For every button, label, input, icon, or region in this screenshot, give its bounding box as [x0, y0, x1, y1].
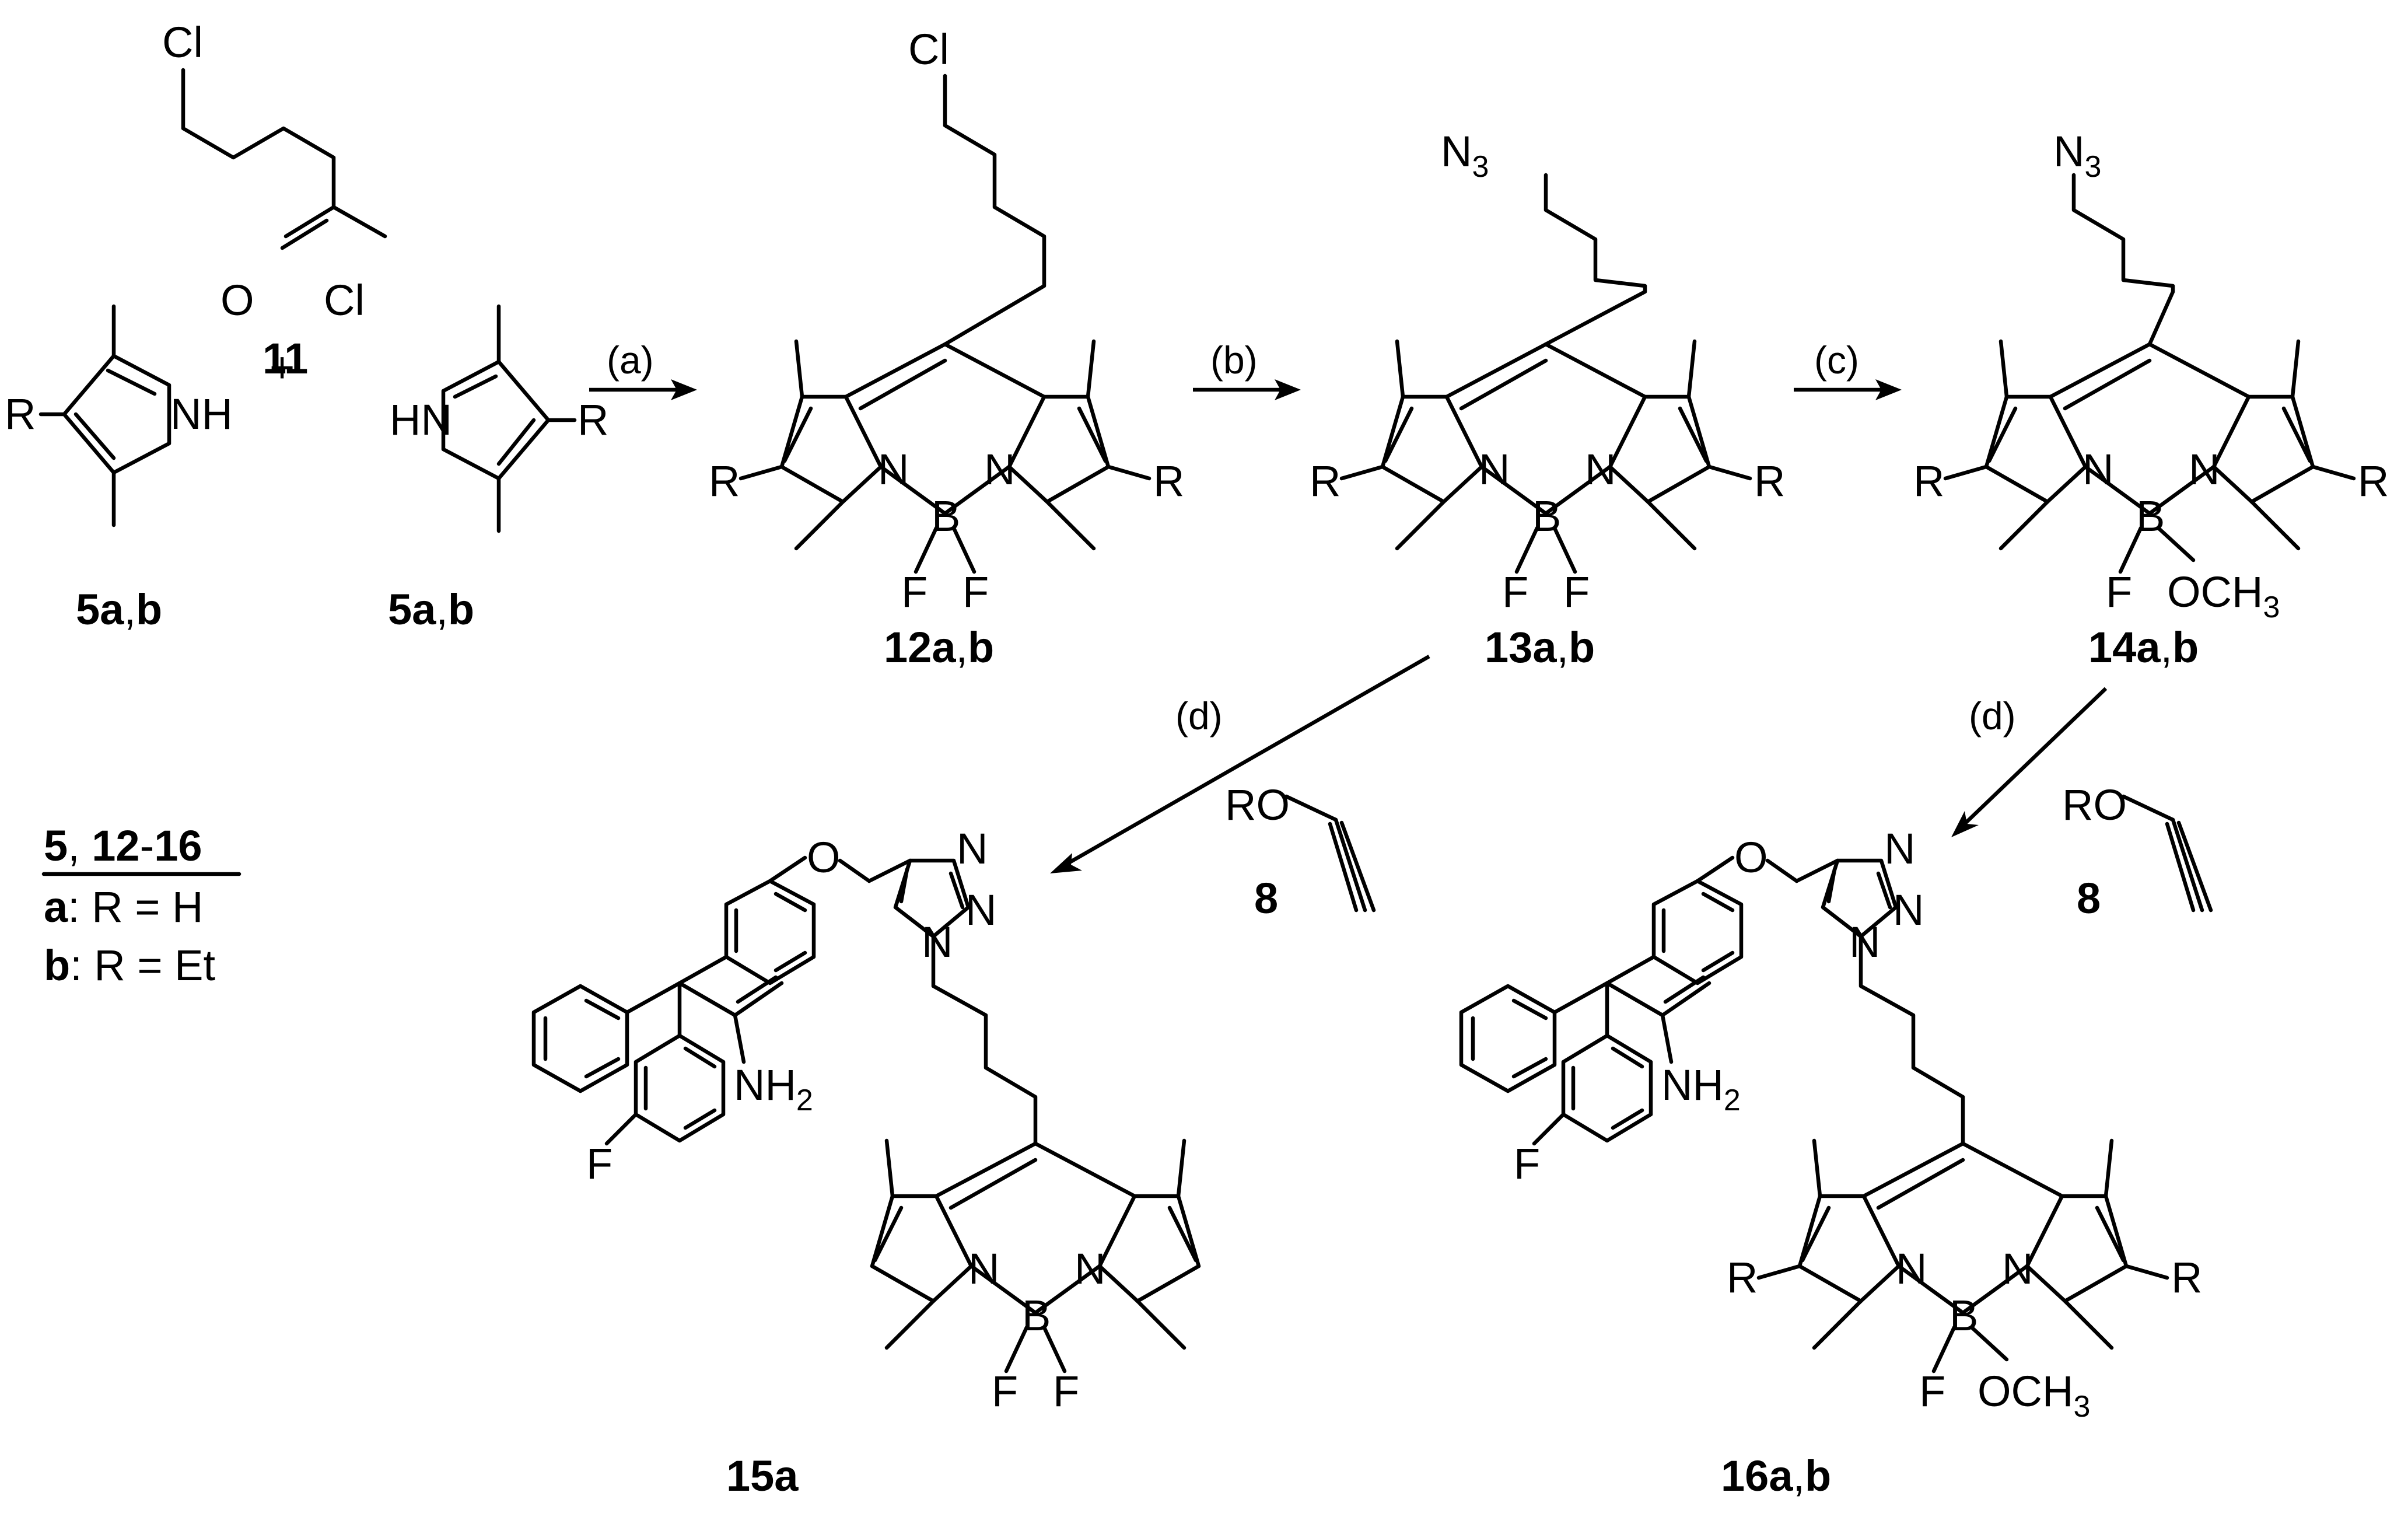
nitrogen-atom: N — [2002, 1245, 2033, 1293]
compound-label-5: 5a,b — [76, 585, 162, 634]
ro-group: RO — [2062, 781, 2127, 829]
r-group: R — [1727, 1253, 1758, 1302]
boron-atom: B — [932, 492, 960, 540]
reaction-arrow-d-right: (d) — [1951, 687, 2108, 837]
fluorine-atom: F — [1919, 1367, 1945, 1415]
legend-heading: 5, 12-16 — [44, 822, 202, 870]
methoxy-group: OCH3 — [2167, 568, 2280, 624]
fluorine-atom: F — [1563, 568, 1590, 616]
reaction-arrow-c: (c) — [1794, 338, 1902, 400]
compound-label-8: 8 — [2077, 874, 2101, 922]
nitrogen-atom: N — [1896, 1245, 1927, 1293]
nitrogen-atom: N — [1074, 1245, 1105, 1293]
acyl-chloride-11: Cl O Cl 11 — [162, 18, 387, 383]
nitrogen-atom: N — [968, 1245, 999, 1293]
conjugate-16: O N N N NH2 F R R N N B F OCH3 16a,b — [1459, 824, 2202, 1500]
fluorine-atom: F — [992, 1367, 1018, 1415]
oxygen-atom: O — [220, 276, 254, 324]
nitrogen-atom: N — [984, 445, 1015, 494]
fluorine-atom: F — [901, 568, 928, 616]
chlorine-atom: Cl — [324, 276, 365, 324]
bodipy-14: N3 R R N N B F OCH3 14a,b — [1913, 127, 2389, 672]
compound-label-16: 16a,b — [1721, 1452, 1831, 1500]
bodipy-13: N3 R R N N B F F 13a,b — [1310, 127, 1785, 672]
oxygen-atom: O — [807, 833, 841, 882]
step-label-a: (a) — [607, 338, 654, 382]
step-label-b: (b) — [1210, 338, 1258, 382]
nitrogen-atom: N — [2189, 445, 2220, 494]
reaction-arrow-d-left: (d) — [1050, 655, 1430, 873]
fluorine-atom: F — [2106, 568, 2132, 616]
chlorine-atom: Cl — [162, 18, 203, 67]
r-group: R — [709, 457, 740, 505]
nitrogen-atom: N — [2082, 445, 2113, 494]
compound-label-13: 13a,b — [1485, 623, 1595, 672]
pyrrole-5-right: HN R 5a,b — [388, 304, 608, 634]
plus-sign: + — [270, 343, 295, 392]
fluorine-atom: F — [963, 568, 989, 616]
reaction-arrow-b: (b) — [1193, 338, 1301, 400]
nitrogen-atom: N — [922, 918, 953, 966]
r-group: R — [2171, 1253, 2202, 1302]
compound-label-11: 11 — [262, 334, 308, 383]
nitrogen-atom: N — [1585, 445, 1616, 494]
r-group: R — [1153, 457, 1184, 505]
r-group: R — [1310, 457, 1340, 505]
boron-atom: B — [1532, 492, 1561, 540]
conjugate-15a: O N N N NH2 F N N B F F 15a — [531, 824, 1201, 1500]
nitrogen-atom: N — [965, 886, 996, 934]
compound-label-15a: 15a — [726, 1452, 799, 1500]
compound-label-5: 5a,b — [388, 585, 474, 634]
propargyl-ether-8: RO 8 — [1225, 781, 1376, 922]
nh-group: NH — [170, 390, 233, 438]
step-label-d: (d) — [1969, 694, 2016, 737]
compound-label-12: 12a,b — [884, 623, 994, 672]
fluorine-atom: F — [1053, 1367, 1079, 1415]
azide-group: N3 — [2053, 127, 2101, 184]
boron-atom: B — [2136, 492, 2165, 540]
pyrrole-5-left: R NH 5a,b — [5, 304, 233, 634]
boron-atom: B — [1950, 1291, 1978, 1340]
amide-nh2: NH2 — [734, 1061, 813, 1117]
ro-group: RO — [1225, 781, 1290, 829]
substituent-legend: 5, 12-16 a: R = H b: R = Et — [41, 822, 242, 990]
r-group: R — [1754, 457, 1785, 505]
nitrogen-atom: N — [1479, 445, 1510, 494]
azide-group: N3 — [1441, 127, 1489, 184]
chlorine-atom: Cl — [908, 25, 949, 74]
step-label-d: (d) — [1175, 694, 1223, 737]
step-label-c: (c) — [1814, 338, 1859, 382]
r-group: R — [578, 396, 608, 444]
reaction-arrow-a: (a) — [589, 338, 697, 400]
r-group: R — [5, 390, 36, 438]
nitrogen-atom: N — [1893, 886, 1924, 934]
fluorine-atom: F — [1514, 1140, 1540, 1188]
methoxy-group: OCH3 — [1978, 1367, 2090, 1424]
legend-row-a: a: R = H — [44, 883, 204, 931]
boron-atom: B — [1022, 1291, 1051, 1340]
fluorine-atom: F — [1502, 568, 1528, 616]
nitrogen-atom: N — [1884, 824, 1915, 873]
amide-nh2: NH2 — [1661, 1061, 1741, 1117]
oxygen-atom: O — [1734, 833, 1768, 882]
nitrogen-atom: N — [957, 824, 988, 873]
compound-label-14: 14a,b — [2088, 623, 2199, 672]
hn-group: HN — [390, 396, 452, 444]
compound-label-8: 8 — [1254, 874, 1278, 922]
fluorine-atom: F — [586, 1140, 612, 1188]
r-group: R — [2358, 457, 2389, 505]
r-group: R — [1913, 457, 1944, 505]
bodipy-12: Cl R R N N B F F 12a,b — [709, 25, 1184, 672]
nitrogen-atom: N — [1849, 918, 1880, 966]
legend-row-b: b: R = Et — [44, 941, 215, 990]
nitrogen-atom: N — [878, 445, 909, 494]
propargyl-ether-8: RO 8 — [2062, 781, 2213, 922]
